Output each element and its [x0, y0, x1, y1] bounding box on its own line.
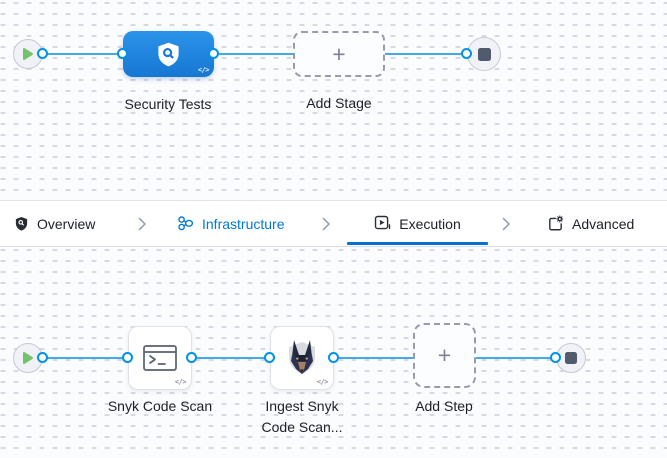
- step-start-connector[interactable]: [37, 352, 48, 363]
- step1-label: Snyk Code Scan: [107, 398, 213, 414]
- step1-left-connector[interactable]: [122, 352, 133, 363]
- step-end-node[interactable]: [556, 343, 586, 373]
- active-tab-underline: [347, 242, 488, 245]
- pipeline-tab-bar: Overview Infrastructure Execution: [0, 200, 667, 247]
- yaml-toggle-icon[interactable]: </>: [197, 66, 210, 74]
- chevron-right-icon: [322, 217, 331, 231]
- step2-left-connector[interactable]: [264, 352, 275, 363]
- step1-right-connector[interactable]: [186, 352, 197, 363]
- tab-label: Overview: [37, 215, 96, 232]
- stage-flow-line: [43, 53, 467, 55]
- snyk-dog-icon: [285, 339, 319, 377]
- plus-icon: +: [332, 40, 346, 67]
- tab-label: Execution: [399, 215, 461, 232]
- execution-icon: [374, 215, 391, 232]
- stage-start-connector[interactable]: [37, 48, 48, 59]
- tab-label: Infrastructure: [202, 215, 285, 232]
- add-step-button[interactable]: +: [413, 323, 476, 388]
- yaml-toggle-icon[interactable]: </>: [174, 378, 187, 386]
- stage-label: Security Tests: [124, 96, 212, 112]
- terminal-icon: [142, 342, 178, 374]
- stage-end-connector[interactable]: [461, 48, 472, 59]
- step2-right-connector[interactable]: [328, 352, 339, 363]
- stage-node-right-connector[interactable]: [208, 48, 219, 59]
- stop-icon: [477, 47, 491, 61]
- tab-label: Advanced: [572, 215, 635, 232]
- advanced-settings-icon: [547, 215, 564, 232]
- tab-execution[interactable]: Execution: [347, 201, 488, 246]
- shield-scan-icon: [155, 41, 182, 68]
- plus-icon: +: [437, 342, 452, 368]
- play-icon: [22, 47, 34, 61]
- infrastructure-icon: [177, 215, 194, 232]
- step-node-ingest-snyk[interactable]: </>: [270, 326, 334, 390]
- step2-label: Ingest Snyk Code Scan...: [261, 398, 343, 435]
- play-icon: [22, 351, 34, 365]
- stage-node-left-connector[interactable]: [117, 48, 128, 59]
- stage-canvas: </> Security Tests + Add Stage: [0, 0, 667, 200]
- chevron-right-icon: [138, 217, 147, 231]
- stop-icon: [565, 352, 577, 364]
- tab-infrastructure[interactable]: Infrastructure: [177, 201, 284, 246]
- stage-end-node[interactable]: [467, 37, 501, 71]
- tab-overview[interactable]: Overview: [14, 201, 95, 246]
- execution-step-canvas: </> Snyk Code Scan </> Ingest Snyk Code …: [0, 247, 667, 458]
- step-end-connector[interactable]: [550, 352, 561, 363]
- chevron-right-icon: [502, 217, 511, 231]
- add-step-label: Add Step: [415, 398, 473, 414]
- add-stage-button[interactable]: +: [293, 31, 385, 77]
- stage-node-security-tests[interactable]: </>: [123, 31, 214, 77]
- step-node-snyk-code-scan[interactable]: </>: [128, 326, 192, 390]
- tab-advanced[interactable]: Advanced: [547, 201, 634, 246]
- add-stage-label: Add Stage: [306, 95, 372, 111]
- yaml-toggle-icon[interactable]: </>: [316, 378, 329, 386]
- shield-icon: [14, 216, 29, 232]
